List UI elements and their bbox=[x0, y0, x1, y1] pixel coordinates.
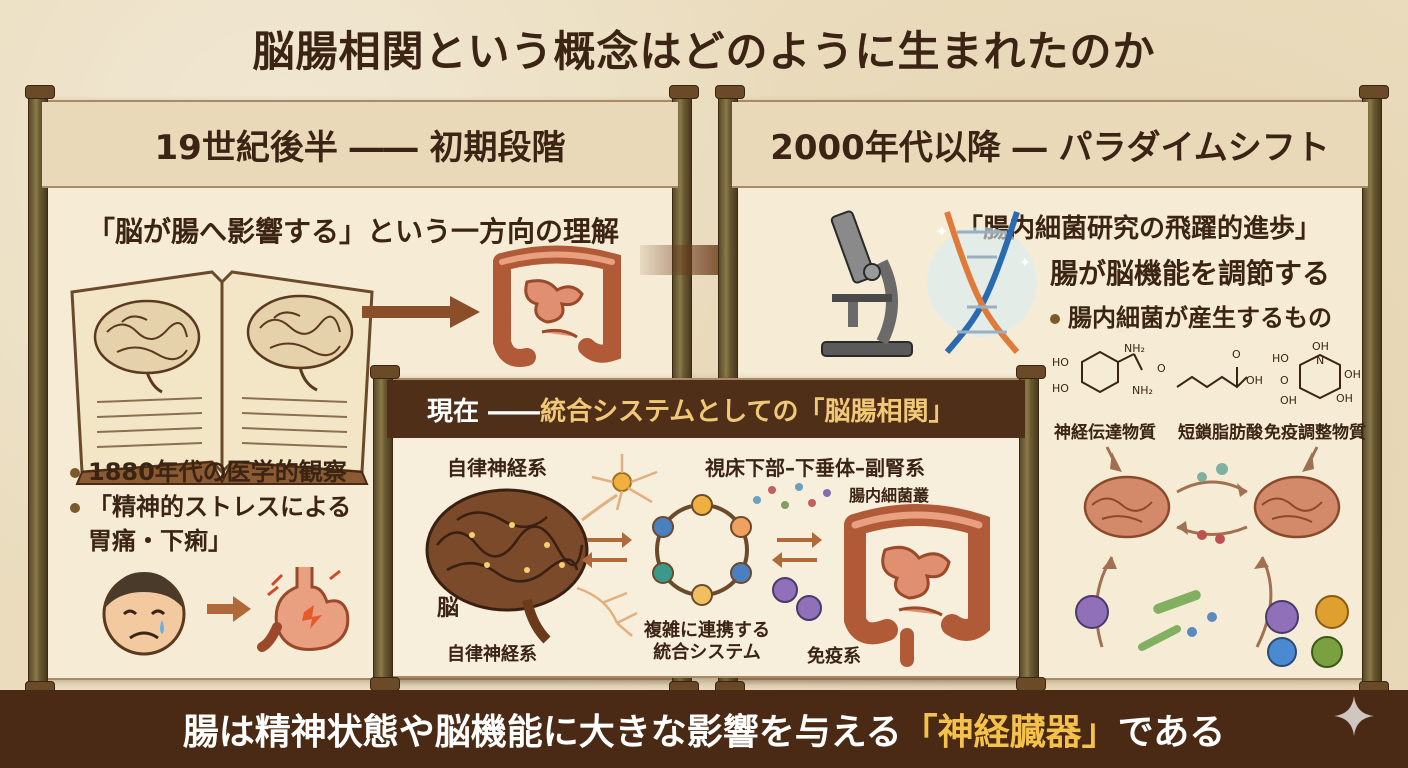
neuron-icon bbox=[591, 454, 658, 511]
brain-icon-left bbox=[1083, 475, 1171, 539]
chem-n: N bbox=[1316, 354, 1325, 367]
chem-oh-1: OH bbox=[1246, 374, 1263, 387]
arrow-face-to-stomach bbox=[207, 596, 251, 622]
bullet-stress: 「精神的ストレスによる 胃痛・下痢」 bbox=[70, 490, 351, 558]
chem-structure-neurotransmitter bbox=[1081, 350, 1143, 394]
bullet-stress-line2: 胃痛・下痢」 bbox=[88, 527, 232, 555]
arrow-brain-to-gut bbox=[362, 296, 480, 328]
gut-brain-cycle-diagram bbox=[1075, 446, 1349, 668]
svg-text:✦: ✦ bbox=[1019, 255, 1031, 271]
page-title: 脳腸相関という概念はどのように生まれたのか bbox=[252, 27, 1156, 76]
large-intestine-illustration bbox=[844, 504, 990, 667]
brain-sketch-right bbox=[246, 294, 354, 392]
conclusion-suffix: である bbox=[1117, 712, 1226, 753]
bullet-1880s: 1880年代の医学的観察 bbox=[70, 452, 347, 487]
scroll-rod-left bbox=[370, 365, 400, 691]
bullet-microbe-products-text: 腸内細菌が産生するもの bbox=[1068, 304, 1332, 332]
label-neurotransmitter: 神経伝達物質 bbox=[1054, 423, 1156, 443]
label-immune-modulator: 免疫調整物質 bbox=[1264, 423, 1366, 443]
bullet-dot bbox=[70, 468, 80, 478]
chem-structure-immune bbox=[1299, 353, 1341, 400]
center-panel: 現在 ―― 統合システムとしての「脳腸相関」 自律神経系 視床下部–下垂体–副腎… bbox=[370, 365, 1046, 691]
chem-nh2-a: NH₂ bbox=[1124, 342, 1145, 355]
left-panel-header: 19世紀後半 ―― 初期段階 bbox=[42, 102, 678, 188]
chem-o-3: O bbox=[1280, 374, 1289, 387]
microbe-cluster bbox=[1075, 590, 1349, 668]
center-panel-header: 現在 ―― 統合システムとしての「脳腸相関」 bbox=[387, 380, 1025, 438]
label-hpa-axis: 視床下部–下垂体–副腎系 bbox=[705, 456, 925, 480]
bullet-microbe-products: 腸内細菌が産生するもの bbox=[1050, 298, 1332, 333]
conclusion-prefix: 腸は精神状態や脳機能に大きな影響を与える bbox=[182, 712, 902, 753]
label-immune-system: 免疫系 bbox=[807, 646, 861, 667]
label-ans-top: 自律神経系 bbox=[447, 456, 547, 480]
stomach-pain-icon bbox=[257, 567, 350, 652]
label-scfa: 短鎖脂肪酸 bbox=[1178, 423, 1263, 443]
immune-cells-icon bbox=[772, 577, 822, 621]
chem-nh2-b: NH₂ bbox=[1132, 384, 1153, 397]
bullet-stress-line1: 「精神的ストレスによる bbox=[88, 493, 352, 521]
right-panel-subtitle-2: 腸が脳機能を調節する bbox=[1050, 257, 1331, 290]
chem-ho-3: HO bbox=[1272, 352, 1289, 365]
right-panel: 2000年代以降 ― パラダイムシフト 「腸内細菌研究の飛躍的進歩」 腸が脳機能… bbox=[715, 85, 1389, 695]
dna-helix-icon: ✦ ✦ bbox=[927, 211, 1037, 354]
microbe-dots-icon bbox=[753, 483, 831, 509]
bullet-1880s-text: 1880年代の医学的観察 bbox=[88, 458, 347, 486]
arrows-system-gut bbox=[772, 532, 822, 568]
microscope-icon bbox=[821, 210, 913, 357]
chem-structure-scfa bbox=[1176, 367, 1248, 389]
chem-oh-top: OH bbox=[1312, 340, 1329, 353]
label-brain: 脳 bbox=[437, 596, 460, 621]
center-header-highlight: 統合システムとしての「脳腸相関」 bbox=[540, 396, 955, 427]
book-text-lines bbox=[96, 397, 348, 448]
label-microbiota: 腸内細菌叢 bbox=[849, 486, 930, 505]
intestine-illustration bbox=[493, 245, 621, 367]
integrated-system-ring bbox=[652, 494, 752, 606]
chem-ho-2: HO bbox=[1052, 382, 1069, 395]
scroll-rod-right bbox=[1016, 365, 1046, 691]
bullet-dot bbox=[1050, 314, 1060, 324]
chem-o-1: O bbox=[1157, 362, 1166, 375]
conclusion-highlight: 「神経臓器」 bbox=[901, 712, 1118, 753]
book-illustration bbox=[70, 270, 374, 485]
label-system-line1: 複雑に連携する bbox=[644, 620, 770, 641]
distressed-face-icon bbox=[102, 572, 186, 656]
label-system-line2: 統合システム bbox=[653, 642, 761, 663]
left-panel-subtitle: 「脳が腸へ影響する」という一方向の理解 bbox=[87, 215, 620, 248]
nerve-fibers-icon bbox=[576, 586, 638, 637]
right-panel-header: 2000年代以降 ― パラダイムシフト bbox=[732, 102, 1368, 188]
sparkle-icon bbox=[1334, 696, 1374, 736]
brain-sketch-left bbox=[93, 299, 201, 394]
chem-oh-4: OH bbox=[1336, 392, 1353, 405]
chem-oh-3: OH bbox=[1280, 394, 1297, 407]
label-integrated-system: 複雑に連携する統合システム bbox=[627, 620, 787, 664]
bullet-dot bbox=[70, 503, 80, 513]
svg-text:✦: ✦ bbox=[935, 222, 948, 241]
chem-ho-1: HO bbox=[1052, 356, 1069, 369]
center-header-prefix: 現在 ―― bbox=[427, 396, 541, 427]
chem-o-2: O bbox=[1232, 348, 1241, 361]
neural-brain-illustration bbox=[425, 488, 618, 644]
conclusion-banner: 腸は精神状態や脳機能に大きな影響を与える「神経臓器」である bbox=[0, 690, 1408, 768]
label-ans-bottom: 自律神経系 bbox=[447, 644, 537, 665]
scroll-rod-right bbox=[1359, 85, 1389, 695]
chem-oh-2: OH bbox=[1344, 368, 1361, 381]
arrows-brain-system bbox=[582, 532, 632, 568]
brain-icon-right bbox=[1253, 475, 1341, 539]
